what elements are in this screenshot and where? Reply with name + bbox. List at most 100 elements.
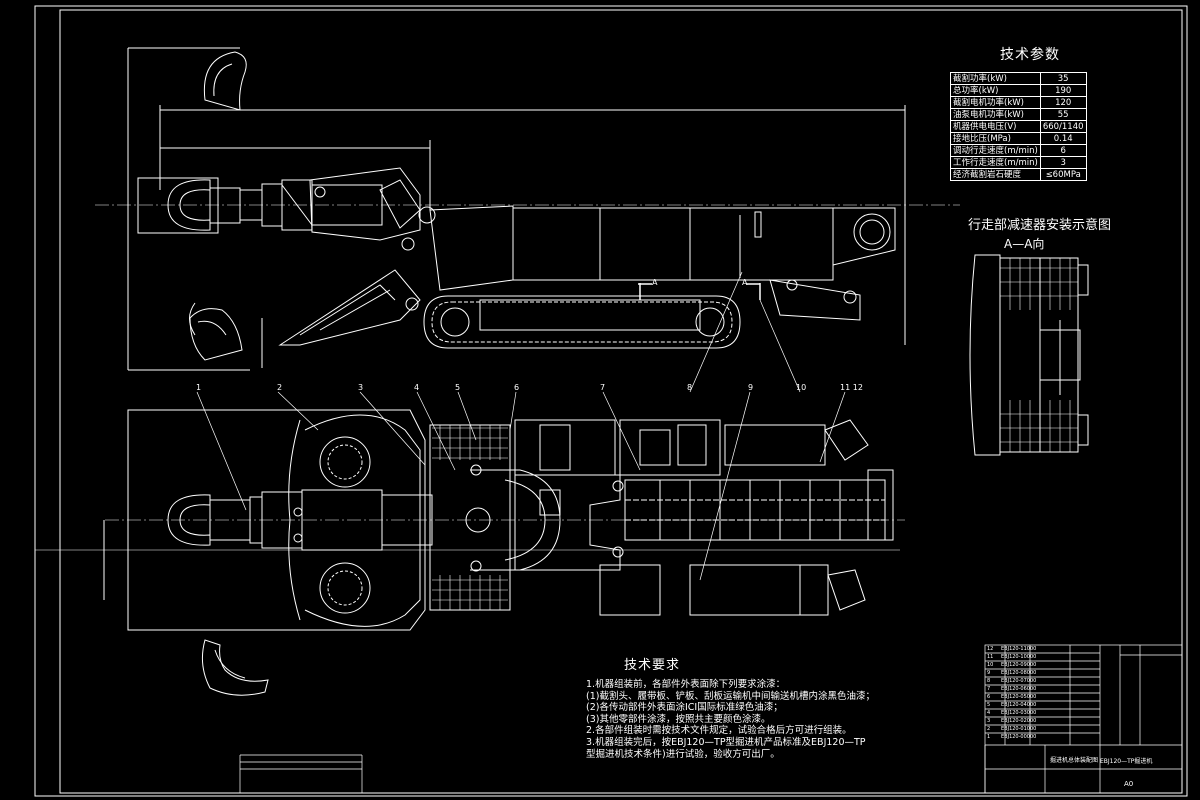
shovel-plate — [127, 409, 426, 631]
param-label: 机器供电电压(V) — [950, 120, 1041, 133]
param-row: 总功率(kW)190 — [950, 84, 1087, 97]
main-body — [512, 207, 834, 281]
part-code: EBJ120-01000 — [1001, 726, 1037, 732]
part-no: 10 — [987, 662, 994, 668]
param-label: 油泵电机功率(kW) — [950, 108, 1041, 121]
part-no: 2 — [987, 726, 991, 732]
part-row: 10 EBJ120-09000 — [987, 662, 1036, 669]
part-row: 3 EBJ120-02000 — [987, 718, 1036, 725]
param-row: 工作行走速度(m/min)3 — [950, 156, 1087, 169]
star-wheel-upper — [319, 436, 371, 488]
part-code: EBJ120-07000 — [1001, 678, 1037, 684]
part-row: 9 EBJ120-08000 — [987, 670, 1036, 677]
callout-5: 5 — [455, 383, 461, 392]
param-label: 总功率(kW) — [950, 84, 1041, 97]
part-code: EBJ120-11000 — [1001, 646, 1037, 652]
callout-11-12: 11 12 — [840, 383, 863, 392]
callout-6: 6 — [514, 383, 520, 392]
inner-frame — [59, 9, 1183, 794]
requirements-list: 1.机器组装前，各部件外表面除下列要求涂漆： (1)截割头、履带板、铲板、刮板运… — [586, 679, 886, 760]
param-row: 接地比压(MPa)0.14 — [950, 132, 1087, 145]
part-row: 12 EBJ120-11000 — [987, 646, 1036, 653]
param-row: 调动行走速度(m/min)6 — [950, 144, 1087, 157]
callout-2: 2 — [277, 383, 283, 392]
part-no: 4 — [987, 710, 991, 716]
param-value: 6 — [1039, 144, 1087, 157]
part-no: 6 — [987, 694, 991, 700]
part-code: EBJ120-05000 — [1001, 694, 1037, 700]
param-row: 截割功率(kW)35 — [950, 72, 1087, 85]
part-row: 5 EBJ120-04000 — [987, 702, 1036, 709]
part-code: EBJ120-02000 — [1001, 718, 1037, 724]
part-row: 7 EBJ120-06000 — [987, 686, 1036, 693]
star-wheel-lower — [319, 562, 371, 614]
conveyor — [624, 469, 894, 541]
callout-3: 3 — [358, 383, 364, 392]
requirement-line: (1)截割头、履带板、铲板、刮板运输机中间输送机槽内涂黑色油漆； — [586, 690, 875, 702]
part-code: EBJ120-10000 — [1001, 654, 1037, 660]
section-view-aa — [969, 254, 1089, 456]
part-no: 9 — [987, 670, 991, 676]
param-label: 接地比压(MPa) — [950, 132, 1041, 145]
part-no: 11 — [987, 654, 994, 660]
param-row: 截割电机功率(kW)120 — [950, 96, 1087, 109]
requirement-line: 型掘进机技术条件)进行试验，验收方可出厂。 — [586, 748, 780, 760]
param-value: 3 — [1039, 156, 1087, 169]
callout-10: 10 — [796, 383, 807, 392]
outer-frame — [34, 5, 1188, 797]
top-view — [35, 302, 905, 696]
part-code: EBJ120-06000 — [1001, 686, 1037, 692]
part-code: EBJ120-04000 — [1001, 702, 1037, 708]
turntable — [470, 469, 561, 571]
loader-plate — [278, 269, 421, 346]
drawing-sheet-size: A0 — [1124, 780, 1134, 788]
requirement-line: 2.各部件组装时需按技术文件规定，试验合格后方可进行组装。 — [586, 725, 852, 737]
section-label: A—A向 — [1004, 237, 1045, 251]
params-title: 技术参数 — [1000, 47, 1060, 63]
part-row: 2 EBJ120-01000 — [987, 726, 1036, 733]
cutter-arc-bottom — [189, 308, 243, 361]
part-no: 12 — [987, 646, 994, 652]
param-value: 190 — [1039, 84, 1087, 97]
requirement-line: 3.机器组装完后，按EBJ120—TP型掘进机产品标准及EBJ120—TP — [586, 736, 866, 748]
part-no: 8 — [987, 678, 991, 684]
part-no: 3 — [987, 718, 991, 724]
requirement-line: 1.机器组装前，各部件外表面除下列要求涂漆： — [586, 679, 786, 690]
requirement-line: (2)各传动部件外表面涂ICI国际标准绿色油漆； — [586, 702, 783, 714]
param-value: 35 — [1039, 72, 1087, 85]
param-value: ≤60MPa — [1039, 168, 1087, 181]
param-row: 油泵电机功率(kW)55 — [950, 108, 1087, 121]
part-row: 11 EBJ120-10000 — [987, 654, 1036, 661]
part-code: EBJ120-09000 — [1001, 662, 1037, 668]
drawing-code: EBJ120—TP掘进机 — [1100, 758, 1153, 765]
param-label: 调动行走速度(m/min) — [950, 144, 1041, 157]
part-no: 7 — [987, 686, 991, 692]
requirement-line: (3)其他零部件涂漆，按照共主要颜色涂漆。 — [586, 713, 771, 725]
param-label: 工作行走速度(m/min) — [950, 156, 1041, 169]
callout-7: 7 — [600, 383, 606, 392]
part-code: EBJ120-08000 — [1001, 670, 1037, 676]
param-row: 机器供电电压(V)660/1140 — [950, 120, 1087, 133]
param-row: 经济截割岩石硬度≤60MPa — [950, 168, 1087, 181]
cutter-arc-top — [203, 51, 247, 111]
part-code: EBJ120-00000 — [1001, 734, 1037, 740]
callout-leaders — [196, 271, 846, 581]
callout-8: 8 — [687, 383, 693, 392]
section-mark-a2: A — [742, 278, 748, 287]
param-value: 120 — [1039, 96, 1087, 109]
param-label: 经济截割岩石硬度 — [950, 168, 1041, 181]
drawing-name: 掘进机总体装配图 — [1050, 757, 1099, 764]
title-block — [239, 644, 1183, 794]
callout-9: 9 — [748, 383, 754, 392]
param-label: 截割电机功率(kW) — [950, 96, 1041, 109]
param-value: 55 — [1039, 108, 1087, 121]
side-view — [95, 47, 960, 371]
part-no: 5 — [987, 702, 991, 708]
callout-4: 4 — [414, 383, 420, 392]
crawler-track — [423, 295, 741, 349]
